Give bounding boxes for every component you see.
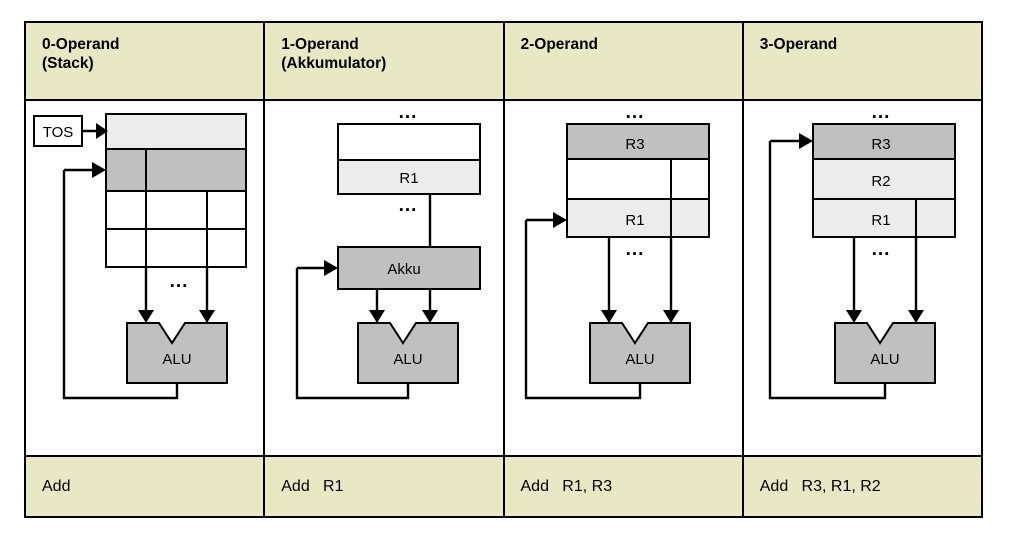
alu-label: ALU — [394, 351, 423, 368]
register-cell-r1 — [565, 198, 710, 238]
header-cell-two-operand: 2-Operand — [502, 23, 742, 99]
akku-rect — [337, 246, 482, 290]
column-title-three-operand: 3-Operand — [759, 36, 838, 53]
alu-one-operand: ALU — [357, 322, 460, 384]
diagram-cell-three-operand: ... R3 R2 R1 ... — [741, 101, 981, 455]
diagram-two-operand: ... R3 R1 ... — [524, 102, 710, 400]
alu-feedback-arrow-head — [798, 133, 813, 149]
register-file-three-operand: R3 R2 R1 — [811, 123, 956, 238]
register-label-r1: R1 — [400, 170, 419, 187]
register-label-r1: R1 — [871, 212, 890, 229]
register-cell-r1 — [337, 159, 482, 195]
register-cell-0 — [337, 123, 482, 161]
alu-shape — [357, 322, 460, 384]
header-cell-three-operand: 3-Operand — [741, 23, 981, 99]
ellipsis-above-registers: ... — [625, 102, 644, 123]
table-body-row: ... TOS ALU — [26, 101, 981, 455]
alu-feedback-path — [524, 220, 641, 400]
register-label-r1: R1 — [625, 212, 644, 229]
ellipsis-below-registers: ... — [399, 195, 418, 216]
alu-input-arrow-a — [369, 310, 386, 323]
column-title-two-operand: 2-Operand — [520, 36, 599, 53]
instruction-cell-three-operand: Add R3, R1, R2 — [741, 457, 981, 516]
instruction-two-operand: Add R1, R3 — [520, 477, 613, 495]
alu-shape — [833, 322, 936, 384]
diagram-cell-one-operand: ... R1 ... Akku — [263, 101, 503, 455]
alu-zero-operand: ALU — [126, 322, 228, 384]
comparison-table: 0-Operand (Stack) 1-Operand (Akkumulator… — [24, 21, 983, 518]
instruction-cell-one-operand: Add R1 — [263, 457, 503, 516]
tos-pointer: TOS — [33, 115, 108, 147]
table-header-row: 0-Operand (Stack) 1-Operand (Akkumulator… — [26, 23, 981, 101]
header-cell-one-operand: 1-Operand (Akkumulator) — [263, 23, 503, 99]
instruction-cell-zero-operand: Add — [26, 457, 264, 516]
stack-cell-3 — [105, 228, 247, 268]
register-cell-empty — [565, 158, 710, 200]
instruction-one-operand: Add R1 — [281, 477, 344, 495]
accumulator-box: Akku — [337, 246, 482, 290]
diagram-cell-zero-operand: ... TOS ALU — [26, 101, 264, 455]
table-footer-row: Add Add R1 Add R1, R3 Add R3, R1, R2 — [26, 455, 981, 516]
alu-label: ALU — [870, 351, 899, 368]
register-label-r3: R3 — [625, 136, 644, 153]
stack-cell-1 — [105, 148, 247, 192]
ellipsis-below-registers: ... — [625, 239, 644, 260]
diagram-one-operand: ... R1 ... Akku — [296, 102, 482, 400]
tos-label: TOS — [43, 124, 74, 141]
register-label-r3: R3 — [871, 136, 890, 153]
alu-input-arrow-b — [199, 310, 215, 323]
alu-input-arrow-a — [138, 310, 154, 323]
alu-input-arrow-b — [422, 310, 439, 323]
alu-shape — [588, 322, 691, 384]
ellipsis-below-registers: ... — [871, 239, 890, 260]
tos-arrow-head — [96, 123, 108, 139]
akku-label: Akku — [388, 261, 421, 278]
alu-input-arrow-b — [907, 310, 924, 323]
ellipsis-above-registers: ... — [871, 102, 890, 123]
diagram-cell-two-operand: ... R3 R1 ... — [502, 101, 742, 455]
register-cell-r3 — [811, 123, 956, 160]
stack-cell-0 — [105, 113, 247, 150]
alu-input-arrow-a — [600, 310, 617, 323]
column-title-zero-operand: 0-Operand (Stack) — [42, 36, 120, 72]
alu-input-arrow-b — [662, 310, 679, 323]
stack-cell-2 — [105, 190, 247, 230]
diagram-three-operand: ... R3 R2 R1 ... — [768, 102, 956, 400]
alu-shape — [126, 322, 228, 384]
alu-label: ALU — [162, 351, 191, 368]
alu-feedback-arrow-head — [324, 260, 339, 276]
instruction-cell-two-operand: Add R1, R3 — [502, 457, 742, 516]
alu-feedback-path — [62, 170, 179, 400]
register-file-one-operand: R1 — [337, 123, 482, 195]
column-title-one-operand: 1-Operand (Akkumulator) — [281, 36, 387, 72]
register-cell-r2 — [811, 158, 956, 200]
alu-three-operand: ALU — [833, 322, 936, 384]
tos-box — [33, 115, 83, 147]
alu-feedback-arrow-head — [92, 162, 106, 178]
header-cell-zero-operand: 0-Operand (Stack) — [26, 23, 264, 99]
alu-feedback-arrow-head — [552, 212, 567, 228]
instruction-three-operand: Add R3, R1, R2 — [759, 477, 881, 495]
alu-label: ALU — [625, 351, 654, 368]
ellipsis-below-stack: ... — [170, 271, 189, 292]
register-cell-r1 — [811, 198, 956, 238]
alu-two-operand: ALU — [588, 322, 691, 384]
alu-feedback-path — [768, 141, 886, 400]
alu-input-arrow-a — [845, 310, 862, 323]
instruction-zero-operand: Add — [42, 477, 71, 495]
ellipsis-above-registers: ... — [399, 102, 418, 123]
register-file-two-operand: R3 R1 — [565, 123, 710, 238]
stack-box — [105, 113, 247, 268]
alu-feedback-path — [296, 268, 410, 400]
register-label-r2: R2 — [871, 173, 890, 190]
diagram-zero-operand: ... TOS ALU — [33, 113, 247, 400]
